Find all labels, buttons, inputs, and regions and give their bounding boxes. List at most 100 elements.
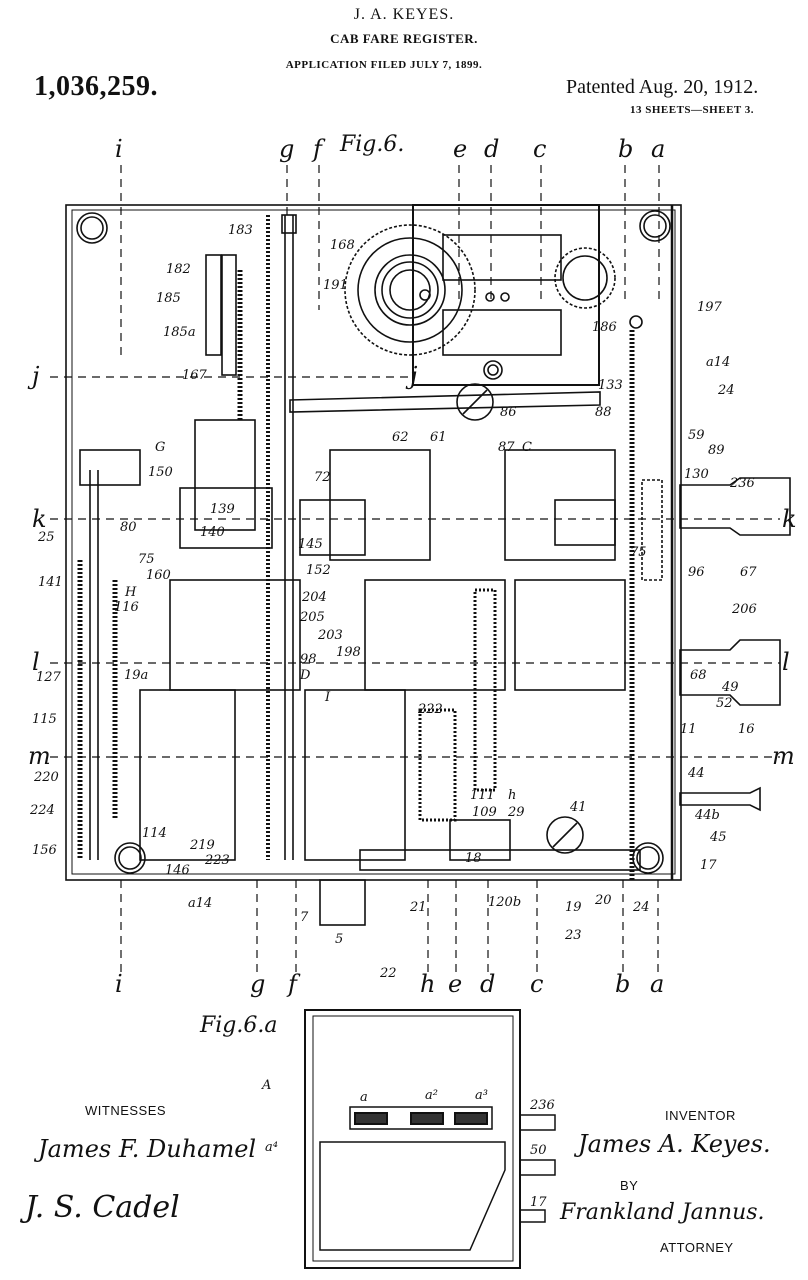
ref-43: 120b <box>488 895 522 910</box>
ref-197: 197 <box>697 300 722 315</box>
ref-139: 139 <box>210 502 235 517</box>
ref-127: 45 <box>710 830 727 845</box>
section-label-m-right: m <box>772 742 795 770</box>
section-label-k-left: k <box>32 505 47 533</box>
section-label-d-top: d <box>484 135 500 163</box>
section-label-a-bottom: a <box>650 970 665 998</box>
ref-185: 185 <box>156 291 181 306</box>
section-label-d-bottom: d <box>480 970 496 998</box>
section-label-f-bottom: f <box>288 970 297 998</box>
ref-88: 88 <box>595 405 612 420</box>
ref-24-bottom: 24 <box>633 900 650 915</box>
counter-C <box>504 449 616 561</box>
ref-21: 23 <box>565 928 582 943</box>
ref-44b: 16 <box>738 722 755 737</box>
ref-20: 19 <box>565 900 582 915</box>
ref-45: 44 <box>688 766 705 781</box>
section-label-b-bottom: b <box>615 970 631 998</box>
ref-222: 223 <box>205 853 230 868</box>
ref-17: 44b <box>695 808 720 823</box>
ref-22: 20 <box>595 893 612 908</box>
ref-D: 198 <box>336 645 361 660</box>
ref-G: G <box>155 440 166 455</box>
ref-50: 206 <box>732 602 757 617</box>
inventor-header: J. A. KEYES. <box>353 6 455 23</box>
ref-19a: 17 <box>700 858 717 873</box>
section-label-j-right: j <box>410 362 418 390</box>
ref-C: C <box>522 440 532 455</box>
ref-H: 160 <box>146 568 171 583</box>
ref-182: 182 <box>166 262 191 277</box>
counter-B <box>329 449 431 561</box>
by-label: BY <box>620 1178 639 1193</box>
ref-152: 75 <box>138 552 155 567</box>
gear-h <box>418 708 457 822</box>
ref-116: 141 <box>38 575 63 590</box>
ref-19: 41 <box>570 800 587 815</box>
attorney-label: ATTORNEY <box>660 1240 734 1255</box>
ref-a14: a14 <box>706 355 731 370</box>
ref-140: 140 <box>200 525 225 540</box>
corner-post-icon <box>639 210 671 242</box>
ref-62: 62 <box>392 430 409 445</box>
section-label-e-top: e <box>453 135 468 163</box>
sheet-number: 13 SHEETS—SHEET 3. <box>630 104 755 116</box>
ref-133: 133 <box>598 378 623 393</box>
block-139 <box>179 487 273 549</box>
housing-frame <box>65 204 682 881</box>
section-label-b-top: b <box>618 135 634 163</box>
inventor-label: INVENTOR <box>665 1108 736 1123</box>
section-label-l-right: l <box>782 648 790 676</box>
gear-186-icon <box>554 247 616 309</box>
ref-220: 19a <box>124 668 149 683</box>
ref-59: 59 <box>688 428 705 443</box>
patent-title: CAB FARE REGISTER. <box>330 31 478 46</box>
fig6a-ref-A: A <box>262 1078 272 1093</box>
fig6a-door-a4 <box>319 1141 506 1251</box>
counter-J <box>304 689 406 861</box>
window-a <box>354 1112 388 1125</box>
ref-103: 52 <box>716 696 733 711</box>
ref-156: 220 <box>34 770 59 785</box>
ref-219: 114 <box>142 826 167 841</box>
ref-160: 145 <box>298 537 323 552</box>
ref-44: 11 <box>680 722 697 737</box>
ref-67: 75 <box>630 545 647 560</box>
ref-98: 203 <box>318 628 343 643</box>
ref-87: 87 <box>498 440 515 455</box>
counter-H <box>169 579 301 691</box>
block-90 <box>554 499 616 546</box>
ref-52: 68 <box>690 668 707 683</box>
ref-221: H <box>125 585 137 600</box>
fig6a-housing <box>304 1009 521 1269</box>
ref-167: 167 <box>182 368 207 383</box>
base-block-a16 <box>319 879 366 926</box>
ref-166: D <box>300 668 311 683</box>
section-label-i-top: i <box>115 135 123 163</box>
screw-icon <box>456 383 494 421</box>
ref-120b: 5 <box>335 932 344 947</box>
main-gear-icon <box>344 224 476 356</box>
fig6a-knob-50-icon <box>519 1159 556 1176</box>
witness-signature-1: James F. Duhamel <box>38 1135 257 1163</box>
counter-I <box>139 689 236 861</box>
witness-signature-2: J. S. Cadel <box>25 1190 180 1225</box>
ref-185a: 185a <box>163 325 196 340</box>
ref-168: 168 <box>330 238 355 253</box>
ref-204: 116 <box>114 600 139 615</box>
ref-203: 204 <box>302 590 327 605</box>
ref-a16: 7 <box>300 910 309 925</box>
ref-236: 236 <box>730 476 755 491</box>
section-label-f-top: f <box>313 135 322 163</box>
ref-198: 205 <box>300 610 325 625</box>
ref-80: 80 <box>120 520 137 535</box>
ref-183: 183 <box>228 223 253 238</box>
corner-post-icon <box>114 842 146 874</box>
counter-D <box>364 579 506 691</box>
ref-49: 67 <box>740 565 757 580</box>
ref-109: 111 <box>470 788 495 803</box>
ref-89: 89 <box>708 443 725 458</box>
inventor-signature: James A. Keyes. <box>578 1130 771 1158</box>
figure-6-label: Fig.6. <box>340 132 405 157</box>
fig6a-ref-50: 50 <box>530 1143 547 1158</box>
